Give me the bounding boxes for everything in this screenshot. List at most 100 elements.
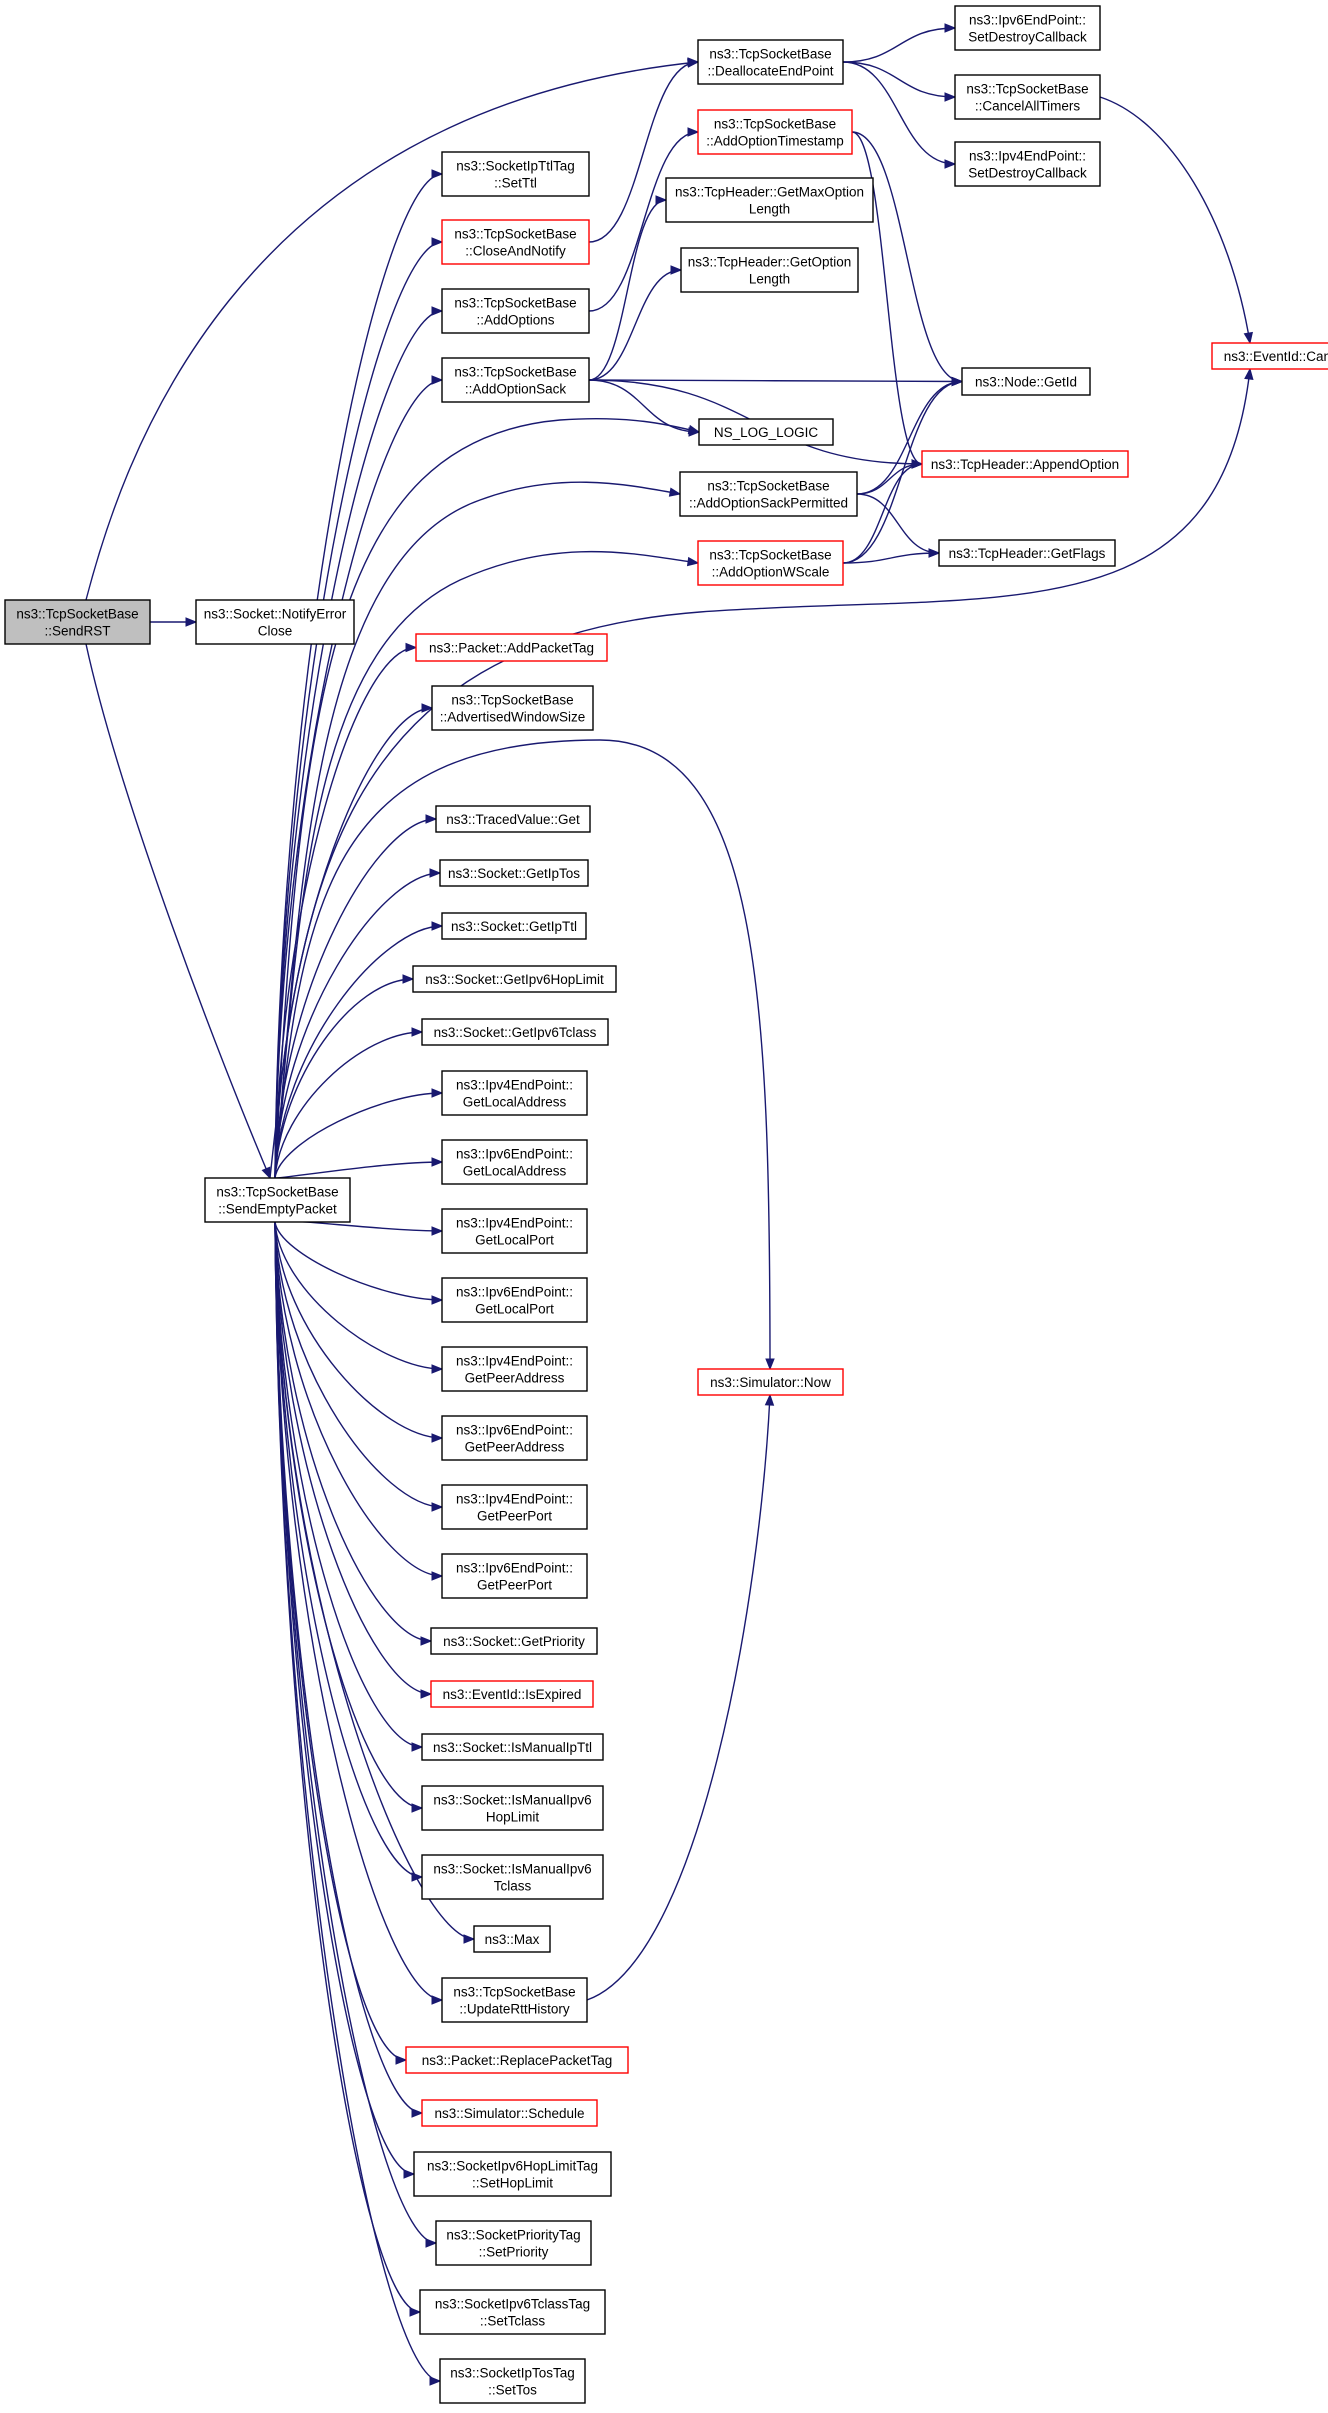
edge-add-option-sack-permitted-to-get-flags	[856, 493, 940, 554]
arrowhead	[431, 1088, 444, 1098]
edge-send-empty-packet-to-ipv6-get-local-port	[274, 1221, 443, 1301]
node-set-tclass[interactable]: ns3::SocketIpv6TclassTag::SetTclass	[419, 2289, 606, 2335]
node-ipv6-set-destroy[interactable]: ns3::Ipv6EndPoint::SetDestroyCallback	[954, 5, 1101, 51]
node-set-ttl[interactable]: ns3::SocketIpTtlTag::SetTtl	[441, 151, 590, 197]
edge-send-empty-packet-to-advertised-window-size	[274, 707, 433, 1179]
edge-add-options-to-add-option-timestamp	[588, 131, 699, 312]
node-label: ns3::Socket::GetPriority	[443, 1634, 585, 1649]
arrowhead	[431, 375, 444, 385]
arrowhead	[431, 1502, 444, 1512]
node-close-and-notify[interactable]: ns3::TcpSocketBase::CloseAndNotify	[441, 219, 590, 265]
node-add-packet-tag[interactable]: ns3::Packet::AddPacketTag	[415, 633, 608, 662]
node-update-rtt-history[interactable]: ns3::TcpSocketBase::UpdateRttHistory	[441, 1977, 588, 2023]
node-add-option-sack-permitted[interactable]: ns3::TcpSocketBase::AddOptionSackPermitt…	[679, 471, 858, 517]
arrowhead	[944, 23, 957, 33]
node-add-option-timestamp[interactable]: ns3::TcpSocketBase::AddOptionTimestamp	[697, 109, 853, 155]
node-box	[415, 633, 608, 662]
edge-send-empty-packet-to-simulator-schedule	[274, 1221, 423, 2114]
node-box	[430, 1680, 594, 1708]
node-label: ns3::Ipv4EndPoint::	[456, 1492, 573, 1507]
node-ipv4-get-local-address[interactable]: ns3::Ipv4EndPoint::GetLocalAddress	[441, 1070, 588, 1116]
node-box	[697, 109, 853, 155]
node-advertised-window-size[interactable]: ns3::TcpSocketBase::AdvertisedWindowSize	[431, 685, 594, 731]
node-set-hop-limit[interactable]: ns3::SocketIpv6HopLimitTag::SetHopLimit	[413, 2151, 612, 2197]
edge-send-empty-packet-to-set-priority	[274, 1221, 437, 2244]
node-set-tos[interactable]: ns3::SocketIpTosTag::SetTos	[439, 2358, 586, 2404]
node-event-cancel[interactable]: ns3::EventId::Cancel	[1211, 342, 1328, 370]
node-is-manual-ip-ttl[interactable]: ns3::Socket::IsManualIpTtl	[421, 1733, 604, 1761]
node-label: ns3::Socket::GetIpTos	[448, 866, 580, 881]
node-ipv6-get-peer-address[interactable]: ns3::Ipv6EndPoint::GetPeerAddress	[441, 1415, 588, 1461]
node-simulator-now[interactable]: ns3::Simulator::Now	[697, 1368, 844, 1396]
node-label: ns3::Node::GetId	[975, 375, 1077, 390]
node-box	[441, 151, 590, 197]
node-box	[413, 2151, 612, 2197]
node-append-option[interactable]: ns3::TcpHeader::AppendOption	[921, 450, 1129, 478]
edge-add-option-sack-permitted-to-append-option	[856, 463, 923, 495]
node-get-ipv6-tclass[interactable]: ns3::Socket::GetIpv6Tclass	[421, 1018, 609, 1046]
node-label: GetLocalPort	[475, 1233, 554, 1248]
edge-update-rtt-history-to-simulator-now	[586, 1394, 771, 2001]
node-label: ns3::Ipv4EndPoint::	[456, 1216, 573, 1231]
edge-deallocate-end-point-to-ipv6-set-destroy	[842, 27, 956, 63]
node-label: GetLocalAddress	[463, 1095, 567, 1110]
node-label: ns3::Socket::IsManualIpv6	[433, 1862, 591, 1877]
node-is-expired[interactable]: ns3::EventId::IsExpired	[430, 1680, 594, 1708]
node-label: ns3::Socket::GetIpTtl	[451, 919, 577, 934]
node-box	[697, 39, 844, 85]
node-label: ns3::TcpSocketBase	[454, 227, 576, 242]
node-add-option-wscale[interactable]: ns3::TcpSocketBase::AddOptionWScale	[697, 540, 844, 586]
node-ipv4-get-peer-address[interactable]: ns3::Ipv4EndPoint::GetPeerAddress	[441, 1346, 588, 1392]
node-label: Tclass	[494, 1879, 532, 1894]
node-traced-value-get[interactable]: ns3::TracedValue::Get	[435, 805, 591, 833]
node-box	[961, 367, 1091, 396]
node-get-priority[interactable]: ns3::Socket::GetPriority	[430, 1627, 598, 1655]
arrowhead	[421, 703, 434, 713]
arrowhead	[403, 2169, 416, 2179]
node-simulator-schedule[interactable]: ns3::Simulator::Schedule	[421, 2099, 598, 2127]
edge-send-empty-packet-to-ipv4-get-peer-port	[274, 1221, 443, 1508]
node-send-rst[interactable]: ns3::TcpSocketBase::SendRST	[4, 599, 151, 645]
arrowhead	[431, 1433, 444, 1443]
arrowhead	[411, 1803, 424, 1813]
edge-send-empty-packet-to-get-priority	[274, 1221, 432, 1642]
node-send-empty-packet[interactable]: ns3::TcpSocketBase::SendEmptyPacket	[204, 1177, 351, 1223]
node-label: ::SetTclass	[480, 2314, 546, 2329]
edge-send-empty-packet-to-get-ip-tos	[274, 872, 441, 1179]
node-add-option-sack[interactable]: ns3::TcpSocketBase::AddOptionSack	[441, 357, 590, 403]
node-ipv6-get-local-address[interactable]: ns3::Ipv6EndPoint::GetLocalAddress	[441, 1139, 588, 1185]
node-get-ip-ttl[interactable]: ns3::Socket::GetIpTtl	[441, 912, 587, 940]
node-label: ns3::TcpSocketBase	[16, 607, 138, 622]
node-node-get-id[interactable]: ns3::Node::GetId	[961, 367, 1091, 396]
node-ipv4-get-peer-port[interactable]: ns3::Ipv4EndPoint::GetPeerPort	[441, 1484, 588, 1530]
node-label: ::AddOptionTimestamp	[706, 134, 844, 149]
node-ipv6-get-peer-port[interactable]: ns3::Ipv6EndPoint::GetPeerPort	[441, 1553, 588, 1599]
edge-send-empty-packet-to-add-options	[274, 310, 443, 1179]
node-get-ipv6-hop-limit[interactable]: ns3::Socket::GetIpv6HopLimit	[412, 965, 617, 993]
node-set-priority[interactable]: ns3::SocketPriorityTag::SetPriority	[435, 2220, 592, 2266]
node-deallocate-end-point[interactable]: ns3::TcpSocketBase::DeallocateEndPoint	[697, 39, 844, 85]
node-box	[441, 219, 590, 265]
node-replace-packet-tag[interactable]: ns3::Packet::ReplacePacketTag	[405, 2046, 629, 2074]
node-max[interactable]: ns3::Max	[473, 1925, 551, 1953]
edge-send-empty-packet-to-get-ipv6-tclass	[274, 1031, 423, 1179]
node-ipv4-get-local-port[interactable]: ns3::Ipv4EndPoint::GetLocalPort	[441, 1208, 588, 1254]
arrowhead	[765, 1358, 775, 1371]
node-box	[680, 247, 859, 293]
node-label: ns3::TcpSocketBase	[966, 82, 1088, 97]
arrowhead	[405, 642, 418, 653]
node-ns-log-logic[interactable]: NS_LOG_LOGIC	[698, 418, 834, 446]
node-add-options[interactable]: ns3::TcpSocketBase::AddOptions	[441, 288, 590, 334]
node-box	[4, 599, 151, 645]
node-ipv6-get-local-port[interactable]: ns3::Ipv6EndPoint::GetLocalPort	[441, 1277, 588, 1323]
node-get-ip-tos[interactable]: ns3::Socket::GetIpTos	[439, 859, 589, 887]
node-get-flags[interactable]: ns3::TcpHeader::GetFlags	[938, 539, 1116, 567]
node-ipv4-set-destroy[interactable]: ns3::Ipv4EndPoint::SetDestroyCallback	[954, 141, 1101, 187]
node-cancel-all-timers[interactable]: ns3::TcpSocketBase::CancelAllTimers	[954, 74, 1101, 120]
arrowhead	[463, 1934, 476, 1944]
